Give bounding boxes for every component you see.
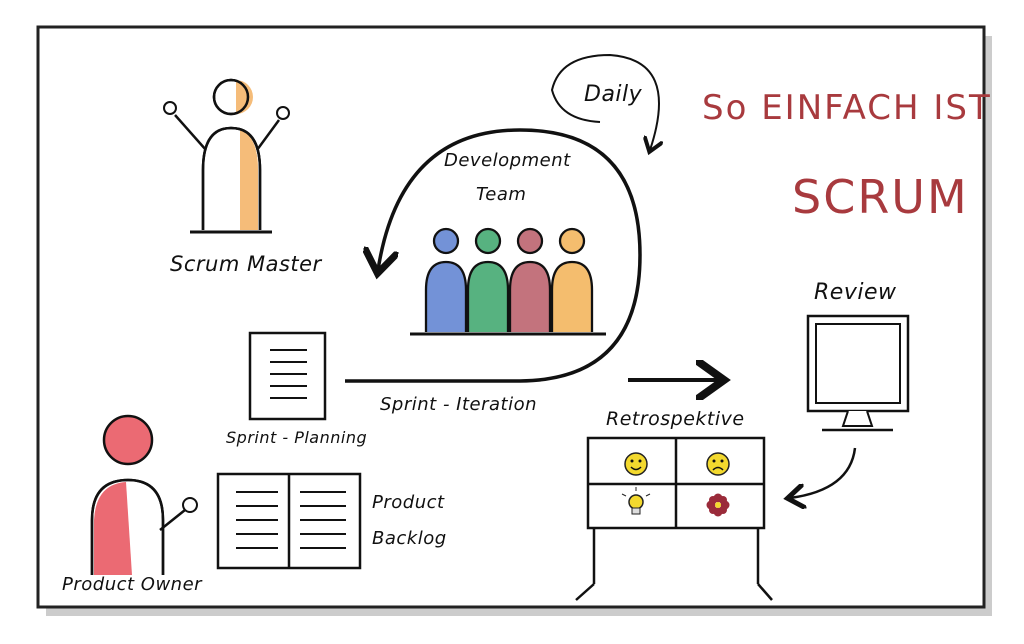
- product-backlog-label-line-1: Product: [372, 492, 445, 513]
- product-owner-figure: [90, 414, 198, 575]
- sprint-cycle-arrow: [345, 128, 642, 383]
- review-monitor: [806, 314, 910, 432]
- product-backlog-book: [216, 472, 362, 570]
- dev-team-label-line-1: Development: [444, 150, 571, 171]
- product-owner-label: Product Owner: [62, 574, 203, 595]
- daily-loop-arrow: [550, 53, 659, 150]
- daily-label: Daily: [584, 82, 643, 107]
- scrum-master-figure: [163, 78, 290, 234]
- sprint-planning-document: [248, 331, 327, 421]
- lightbulb-icon: [621, 487, 651, 515]
- sad-face-icon: [706, 452, 730, 476]
- title-line-1: So EINFACH IST: [702, 88, 992, 128]
- flower-icon: [706, 493, 730, 517]
- scrum-master-label: Scrum Master: [170, 252, 322, 276]
- development-team-figures: [410, 227, 606, 336]
- dev-team-label-line-2: Team: [476, 184, 527, 205]
- review-label: Review: [814, 280, 897, 305]
- happy-face-icon: [624, 452, 648, 476]
- review-to-retro-arrow: [790, 447, 857, 498]
- product-backlog-label-line-2: Backlog: [372, 528, 447, 549]
- retrospektive-label: Retrospektive: [606, 408, 745, 430]
- retrospective-board: [575, 436, 773, 601]
- title-line-2: SCRUM: [792, 170, 969, 224]
- sprint-iteration-label: Sprint - Iteration: [380, 394, 538, 415]
- sprint-planning-label: Sprint - Planning: [226, 428, 368, 447]
